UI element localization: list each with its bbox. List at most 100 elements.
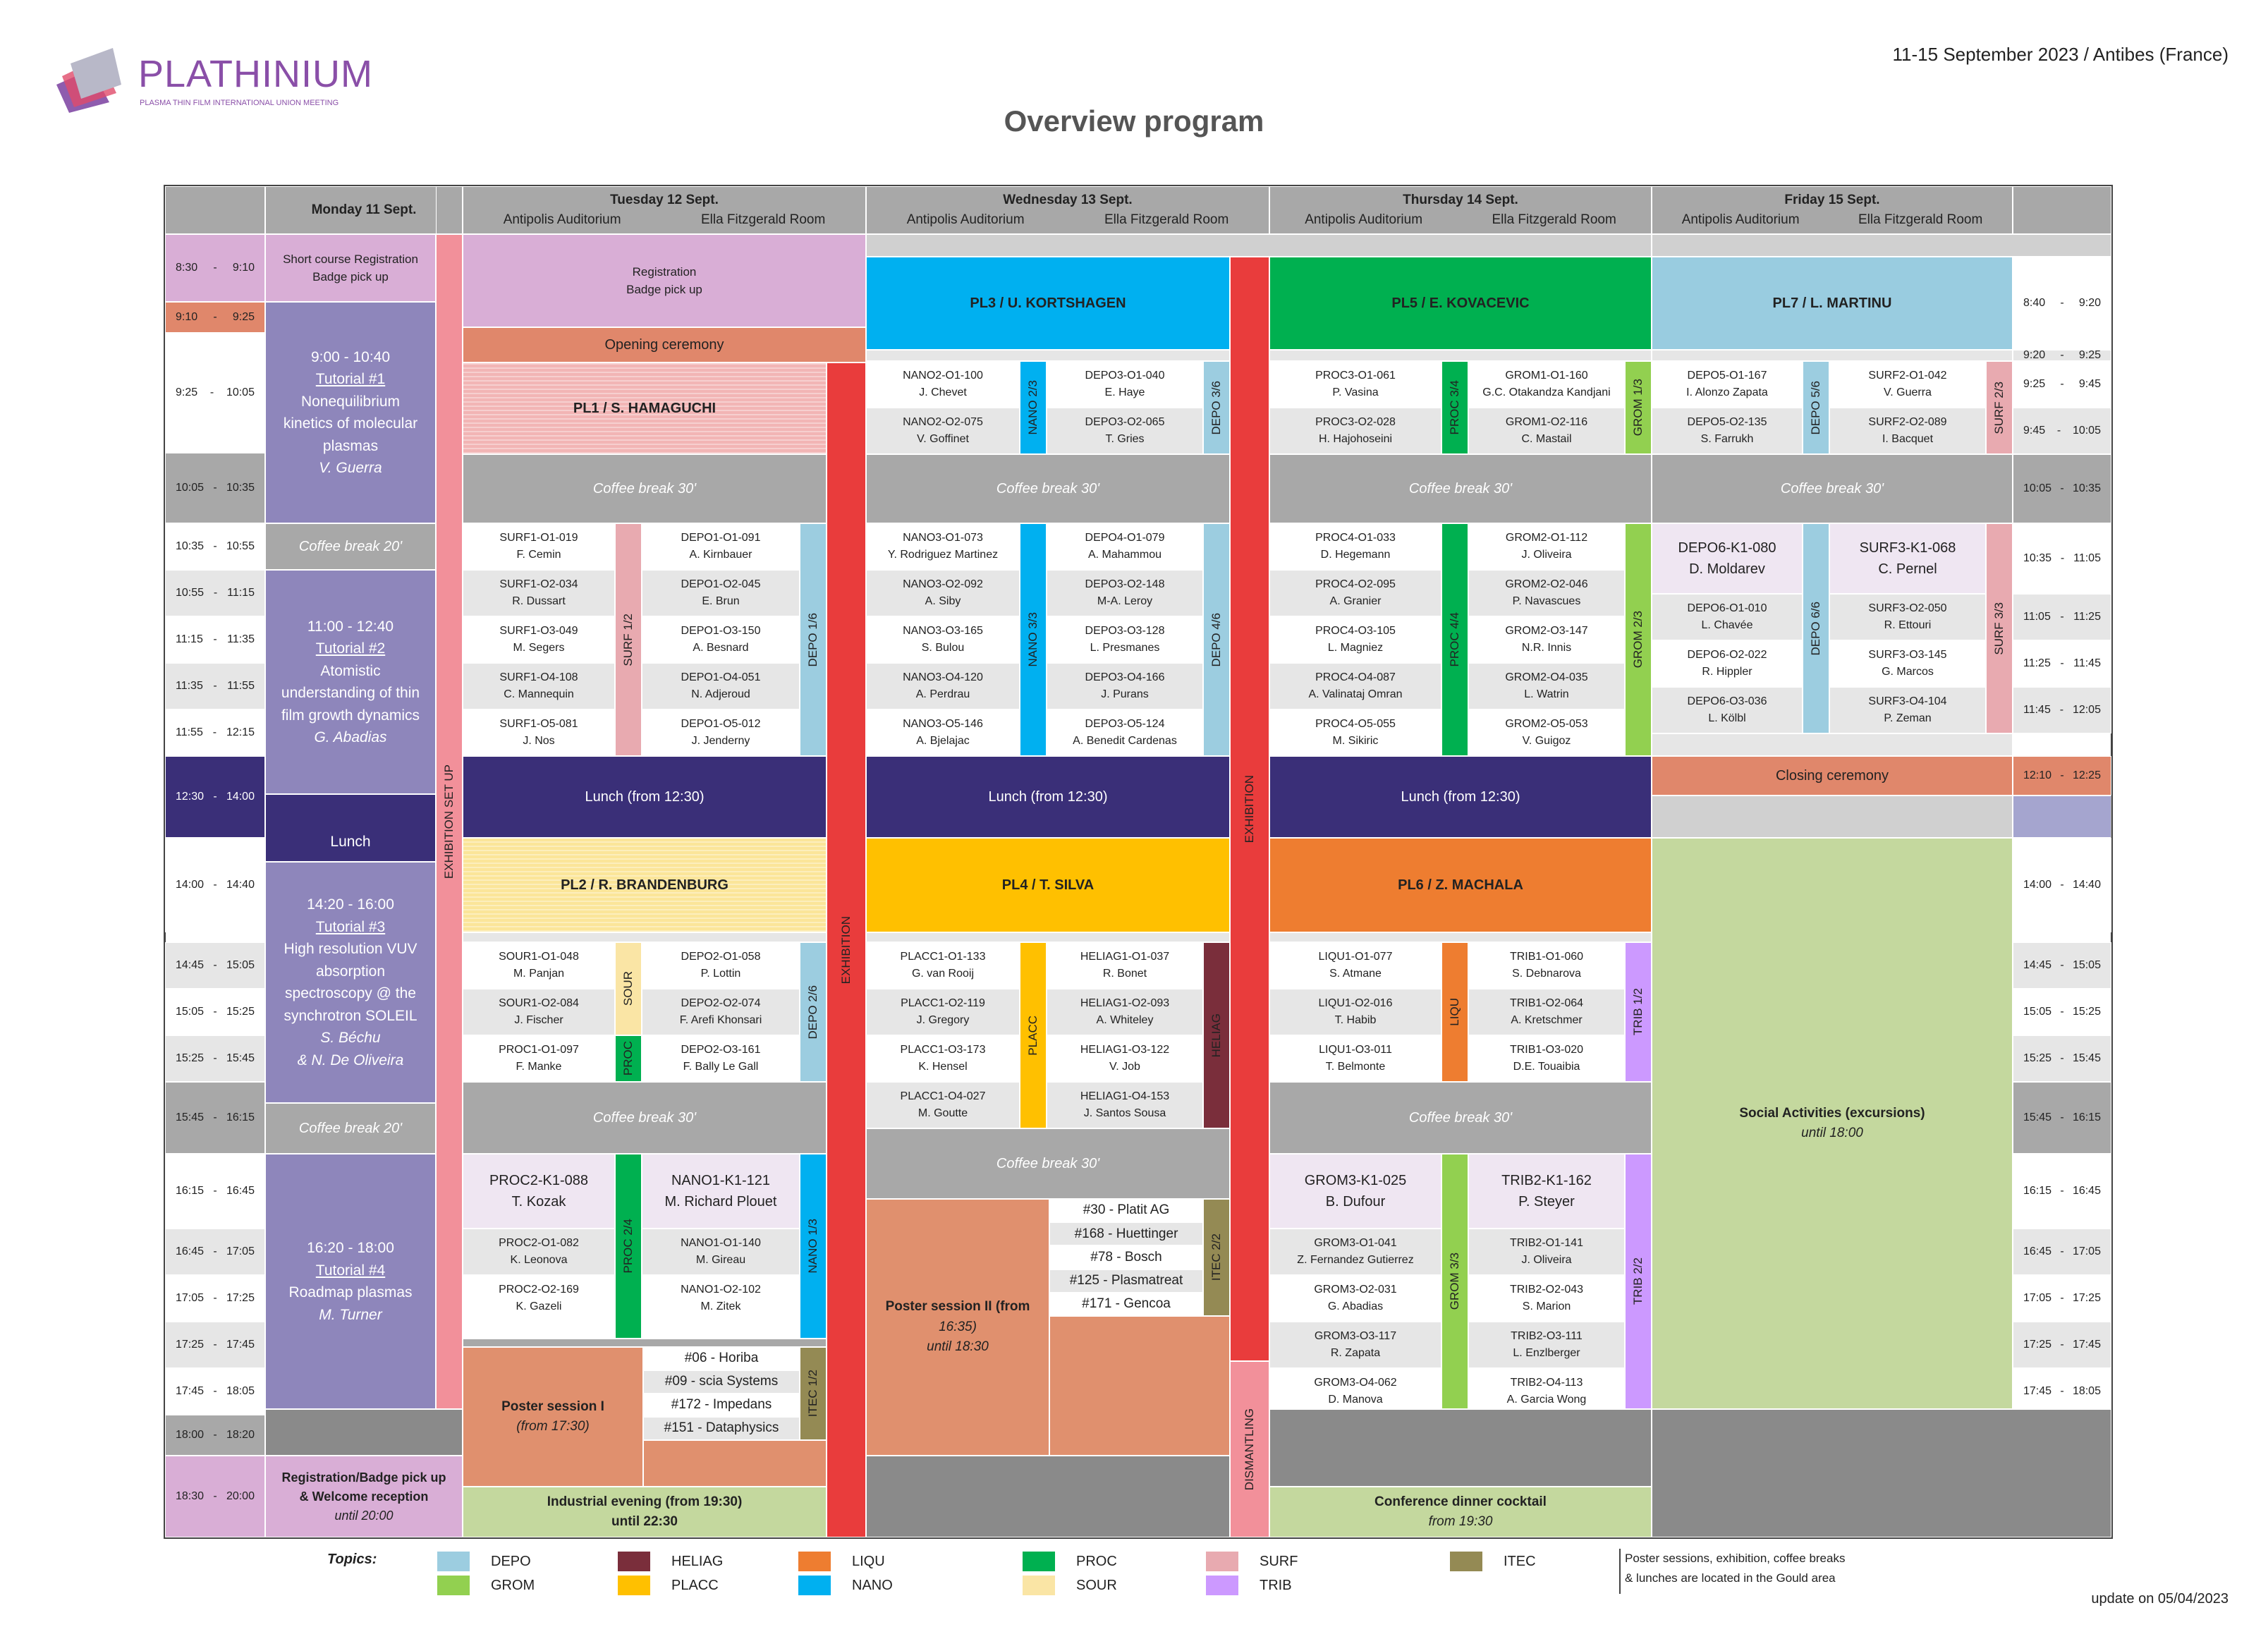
sponsor-cell: #172 - Impedans bbox=[643, 1394, 800, 1417]
time-slot: 15:25-15:45 bbox=[2013, 1035, 2111, 1082]
text-line: (from 17:30) bbox=[516, 1419, 590, 1434]
tuesday-lunch: Lunch (from 12:30) bbox=[463, 756, 827, 838]
text-line: 9:10 bbox=[232, 262, 255, 274]
text-line: SURF1-O3-049 bbox=[499, 625, 578, 637]
time-dash: - bbox=[2060, 769, 2064, 781]
text-line: DEPO1-O1-091 bbox=[681, 532, 761, 544]
monday-tutorial-2: 11:00 - 12:40 Tutorial #2 Atomistic unde… bbox=[265, 570, 436, 794]
text-line: until 18:30 bbox=[927, 1339, 989, 1355]
text-line: 17:25 bbox=[2023, 1339, 2052, 1351]
time-slot: 11:55-12:15 bbox=[165, 709, 265, 756]
legend-label: Topics: bbox=[327, 1552, 377, 1567]
legend-label-heliag: HELIAG bbox=[671, 1554, 724, 1569]
text-line: 12:10 bbox=[2023, 769, 2052, 781]
time-dash: - bbox=[213, 587, 218, 599]
text-line: 11:05 bbox=[2023, 611, 2051, 623]
text-line: 16:35) bbox=[939, 1319, 977, 1334]
text-line: GROM2-O2-046 bbox=[1505, 578, 1588, 590]
thursday-coffee-break-2: Coffee break 30' bbox=[1269, 1082, 1652, 1154]
text-line: PLACC1-O4-027 bbox=[900, 1090, 986, 1102]
time-slot: 10:35-10:55 bbox=[165, 523, 265, 570]
text-line: A. Garcia Wong bbox=[1506, 1394, 1587, 1406]
tag-depo-1-6: DEPO 1/6 bbox=[800, 523, 827, 756]
text-line: TRIB2-O3-111 bbox=[1511, 1330, 1583, 1342]
text-line: TRIB1-O3-020 bbox=[1509, 1044, 1584, 1056]
text-line: GROM1-O1-160 bbox=[1505, 370, 1588, 382]
time-slot: 9:45-10:05 bbox=[2013, 408, 2111, 454]
legend-divider bbox=[1619, 1549, 1621, 1594]
text-line: #151 - Dataphysics bbox=[664, 1420, 779, 1436]
time-dash: - bbox=[2060, 657, 2064, 669]
text-line: 11:25 bbox=[2023, 657, 2051, 669]
time-dash: - bbox=[2060, 552, 2065, 564]
text-line: kinetics of molecular bbox=[283, 415, 418, 432]
header-friday-label: Friday 15 Sept. bbox=[1784, 192, 1880, 207]
exhibition-setup-strip: EXHIBITION SET UP bbox=[436, 234, 463, 1409]
monday-welcome-reception: Registration/Badge pick up & Welcome rec… bbox=[265, 1456, 463, 1537]
tag-placc: PLACC bbox=[1020, 942, 1047, 1128]
text-line: 12:30 bbox=[176, 791, 205, 803]
header-thursday-label: Thursday 14 Sept. bbox=[1403, 192, 1518, 207]
text-line: J. Nos bbox=[523, 735, 555, 747]
time-slot-empty bbox=[2013, 796, 2111, 838]
text-line: High resolution VUV bbox=[284, 941, 417, 957]
text-line: 10:05 bbox=[2072, 425, 2101, 437]
tag-grom-3-3: GROM 3/3 bbox=[1441, 1154, 1468, 1409]
text-line: 15:45 bbox=[2072, 1052, 2101, 1064]
tag-label: DEPO 5/6 bbox=[1809, 380, 1823, 435]
time-slot: 10:55-11:15 bbox=[165, 570, 265, 616]
sponsor-cell: #151 - Dataphysics bbox=[643, 1417, 800, 1440]
text-line: NANO3-O1-073 bbox=[903, 532, 983, 544]
text-line: 15:05 bbox=[226, 959, 255, 971]
text-line: V. Guigoz bbox=[1522, 735, 1571, 747]
text-line: V. Goffinet bbox=[917, 433, 969, 445]
text-line: P. Navascues bbox=[1512, 595, 1581, 607]
time-slot: 9:25-10:05 bbox=[165, 333, 265, 453]
text-line: #30 - Platit AG bbox=[1083, 1202, 1170, 1218]
text-line: DEPO1-O3-150 bbox=[681, 625, 761, 637]
text-line: 15:45 bbox=[176, 1111, 205, 1123]
header-thursday: Thursday 14 Sept. Antipolis Auditorium E… bbox=[1269, 186, 1652, 234]
text-line: 15:25 bbox=[2023, 1052, 2052, 1064]
text-line: T. Gries bbox=[1105, 433, 1145, 445]
text-line: J. Fischer bbox=[514, 1014, 563, 1026]
sponsor-cell: #06 - Horiba bbox=[643, 1347, 800, 1370]
text-line: 9:25 bbox=[232, 311, 255, 323]
friday-coffee-break: Coffee break 30' bbox=[1652, 454, 2013, 523]
text-line: T. Habib bbox=[1334, 1014, 1377, 1026]
text-line: C. Mastail bbox=[1521, 433, 1572, 445]
text-line: SURF1-O4-108 bbox=[499, 671, 578, 683]
time-dash: - bbox=[2060, 959, 2064, 971]
text-line: 14:20 - 16:00 bbox=[307, 896, 394, 913]
text-line: SOUR1-O1-048 bbox=[499, 951, 579, 963]
text-line: #09 - scia Systems bbox=[664, 1374, 779, 1389]
time-slot: 14:00-14:40 bbox=[2013, 838, 2111, 932]
time-slot: 17:45-18:05 bbox=[165, 1368, 265, 1415]
tuesday-poster-session: Poster session I (from 17:30) bbox=[463, 1347, 643, 1487]
text-line: GROM2-O5-053 bbox=[1505, 718, 1588, 730]
tag-sour: SOUR bbox=[615, 942, 642, 1035]
text-line: T. Belmonte bbox=[1325, 1061, 1386, 1073]
legend-note: Poster sessions, exhibition, coffee brea… bbox=[1625, 1549, 1845, 1588]
header-tuesday-label: Tuesday 12 Sept. bbox=[610, 192, 719, 207]
friday-gap-3 bbox=[1652, 796, 2013, 838]
text-line: Badge pick up bbox=[312, 270, 389, 284]
dismantling-label: DISMANTLING bbox=[1243, 1408, 1257, 1491]
legend-label-placc: PLACC bbox=[671, 1578, 719, 1593]
